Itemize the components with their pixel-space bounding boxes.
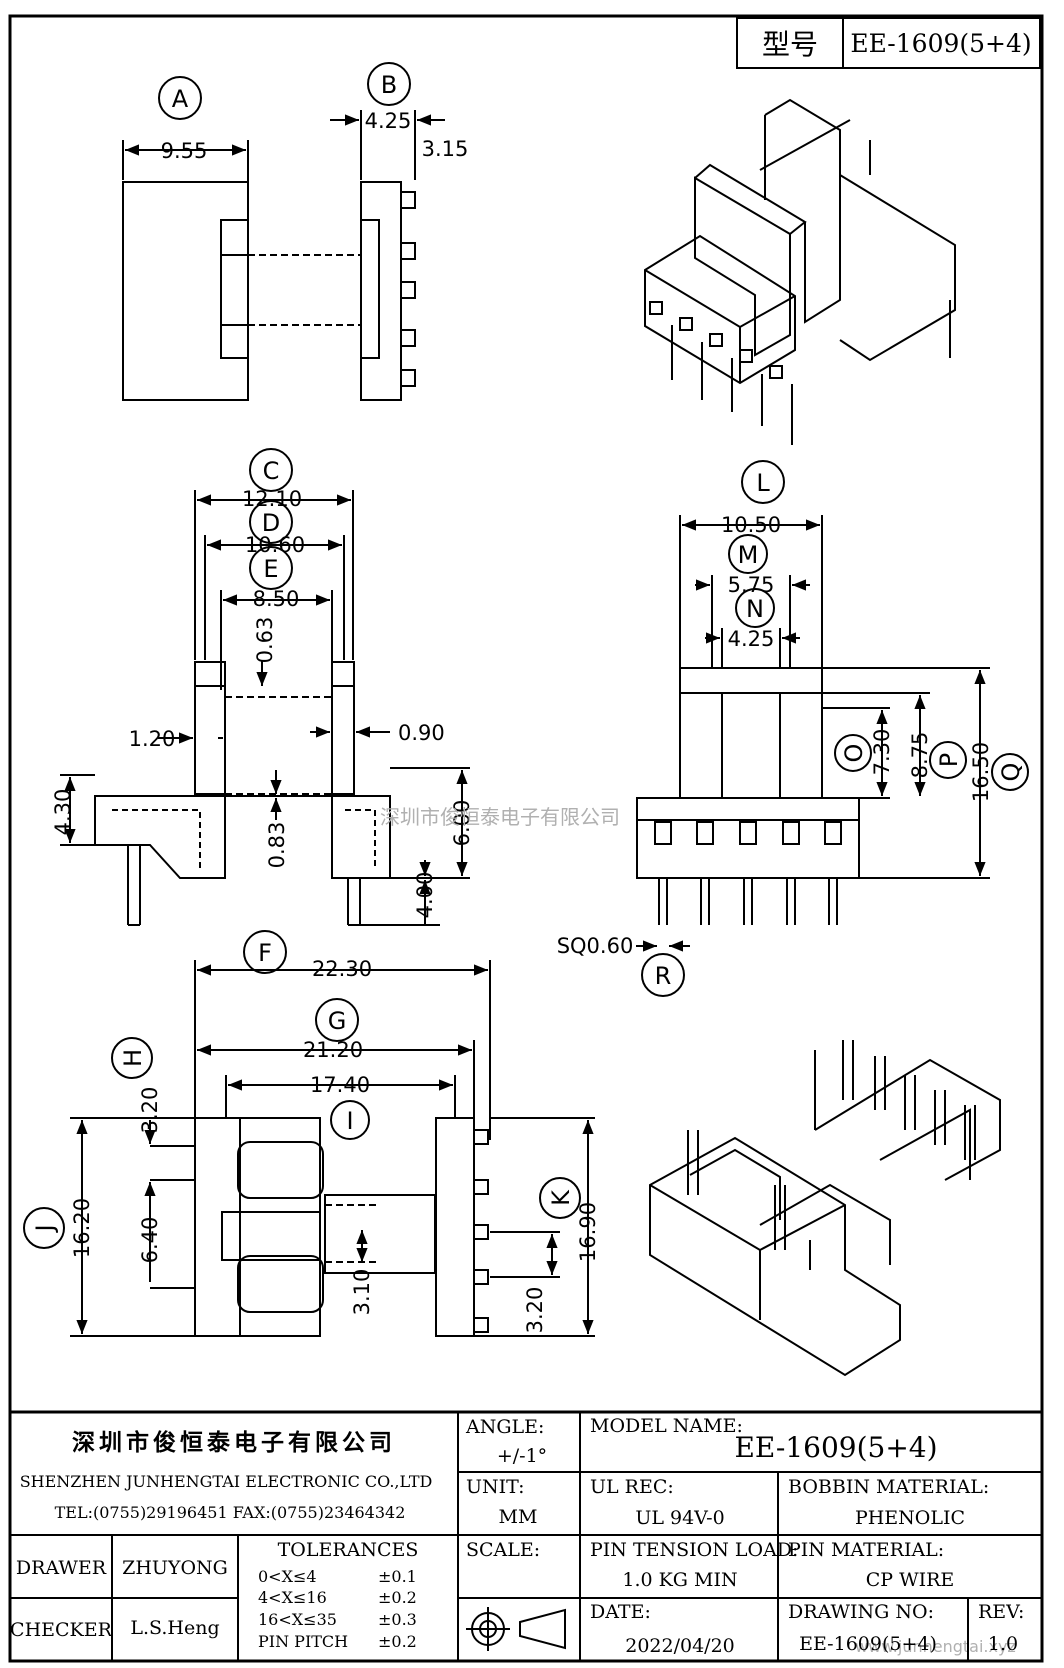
tolerance-range-1: 0<X≤4 — [258, 1567, 317, 1586]
view-f-bottom: F 22.30 G 21.20 17.40 I H — [23, 930, 600, 1337]
isometric-view-bottom — [649, 1040, 1001, 1377]
label-g: G — [328, 1007, 347, 1035]
label-n: N — [746, 595, 764, 623]
pin-tension-label: PIN TENSION LOAD: — [590, 1539, 798, 1561]
dim-f-3-20-right: 3.20 — [523, 1287, 547, 1334]
dim-f-3-20-left: 3.20 — [138, 1087, 162, 1134]
label-d: D — [262, 509, 280, 537]
label-r: R — [655, 962, 672, 990]
dim-l-8-75: 8.75 — [908, 732, 932, 779]
dim-c-0-83: 0.83 — [265, 822, 289, 869]
scale-label: SCALE: — [466, 1539, 540, 1561]
label-m: M — [738, 541, 759, 569]
dim-l-10-50: 10.50 — [721, 513, 781, 537]
label-h: H — [119, 1049, 147, 1067]
view-c-section: C 12.10 D 10.60 E 8.50 0.63 1.20 0.90 — [51, 448, 474, 926]
date-value: 2022/04/20 — [625, 1635, 735, 1657]
tolerance-value-1: ±0.1 — [378, 1567, 417, 1586]
isometric-view-top — [644, 98, 956, 445]
tolerance-range-2: 4<X≤16 — [258, 1588, 327, 1607]
dim-c-4-30: 4.30 — [51, 789, 75, 836]
dim-c-0-90: 0.90 — [398, 721, 445, 745]
drawing-no-value: EE-1609(5+4) — [799, 1633, 937, 1655]
label-b: B — [381, 71, 397, 99]
angle-value: +/-1° — [497, 1445, 547, 1467]
dim-c-8-50: 8.50 — [253, 587, 300, 611]
dim-f-16-20: 16.20 — [70, 1198, 94, 1258]
view-a-side: A 9.55 — [122, 76, 249, 401]
dim-l-sq0-60: SQ0.60 — [557, 934, 634, 958]
watermark-url: www.junhengtai.xyz — [855, 1637, 1016, 1656]
tolerance-value-4: ±0.2 — [378, 1632, 417, 1651]
rev-value: 1.0 — [988, 1633, 1018, 1655]
label-k: K — [547, 1189, 575, 1206]
drawing-no-label: DRAWING NO: — [788, 1601, 934, 1623]
unit-value: MM — [499, 1506, 538, 1528]
tolerance-range-4: PIN PITCH — [258, 1632, 348, 1651]
tolerance-value-2: ±0.2 — [378, 1588, 417, 1607]
dim-f-6-40: 6.40 — [138, 1217, 162, 1264]
dim-f-22-30: 22.30 — [312, 957, 372, 981]
label-i: I — [346, 1107, 353, 1135]
company-name-en: SHENZHEN JUNHENGTAI ELECTRONIC CO.,LTD — [20, 1472, 433, 1491]
angle-label: ANGLE: — [465, 1416, 544, 1438]
dim-b-3-15: 3.15 — [422, 137, 469, 161]
checker-value: L.S.Heng — [130, 1617, 219, 1639]
projection-symbol-icon — [466, 1607, 566, 1651]
dim-f-16-90: 16.90 — [576, 1202, 600, 1262]
label-e: E — [263, 555, 278, 583]
dim-l-16-50: 16.50 — [969, 742, 993, 802]
dim-f-17-40: 17.40 — [310, 1073, 370, 1097]
dim-f-21-20: 21.20 — [303, 1038, 363, 1062]
company-name-cn: 深圳市俊恒泰电子有限公司 — [72, 1429, 396, 1456]
dim-l-4-25: 4.25 — [728, 627, 775, 651]
unit-label: UNIT: — [466, 1476, 525, 1498]
label-a: A — [172, 85, 189, 113]
label-c: C — [263, 457, 280, 485]
ul-rec-value: UL 94V-0 — [635, 1507, 724, 1529]
dim-c-4-00: 4.00 — [413, 872, 437, 919]
label-j: J — [31, 1224, 59, 1233]
pin-tension-value: 1.0 KG MIN — [622, 1569, 737, 1591]
header-model-value: EE-1609(5+4) — [850, 29, 1031, 58]
pin-material-label: PIN MATERIAL: — [788, 1539, 944, 1561]
dim-c-1-20: 1.20 — [129, 727, 176, 751]
model-name-label: MODEL NAME: — [590, 1415, 743, 1437]
pin-material-value: CP WIRE — [866, 1569, 955, 1591]
sheet-border — [8, 14, 1044, 1663]
tolerances-label: TOLERANCES — [278, 1539, 419, 1561]
drawer-value: ZHUYONG — [122, 1557, 228, 1579]
dim-l-7-30: 7.30 — [870, 729, 894, 776]
date-label: DATE: — [590, 1601, 651, 1623]
label-l: L — [756, 469, 770, 497]
dim-c-10-60: 10.60 — [245, 533, 305, 557]
bobbin-material-value: PHENOLIC — [855, 1507, 965, 1529]
dim-f-3-10: 3.10 — [350, 1269, 374, 1316]
bobbin-material-label: BOBBIN MATERIAL: — [788, 1476, 989, 1498]
model-name-value: EE-1609(5+4) — [734, 1431, 937, 1464]
title-block: 深圳市俊恒泰电子有限公司 SHENZHEN JUNHENGTAI ELECTRO… — [10, 1410, 1042, 1661]
dim-b-4-25: 4.25 — [365, 109, 412, 133]
company-contact: TEL:(0755)29196451 FAX:(0755)23464342 — [55, 1503, 406, 1522]
ul-rec-label: UL REC: — [590, 1476, 674, 1498]
header-model-label: 型号 — [762, 28, 818, 61]
dim-c-0-63: 0.63 — [253, 617, 277, 664]
watermark: 深圳市俊恒泰电子有限公司 — [380, 805, 620, 829]
header-model-box: 型号 EE-1609(5+4) — [736, 17, 1041, 69]
label-p: P — [935, 753, 963, 767]
dim-c-12-10: 12.10 — [242, 487, 302, 511]
view-b-front: B 4.25 3.15 — [248, 62, 469, 401]
dim-c-6-00: 6.00 — [450, 800, 474, 847]
label-f: F — [258, 939, 272, 967]
dim-a-9-55: 9.55 — [161, 139, 208, 163]
tolerance-range-3: 16<X≤35 — [258, 1610, 337, 1629]
label-o: O — [840, 744, 868, 763]
label-q: Q — [997, 763, 1025, 782]
view-l-side: L 10.50 M 5.75 N 4.25 — [557, 460, 1029, 997]
checker-label: CHECKER — [10, 1619, 113, 1641]
tolerance-value-3: ±0.3 — [378, 1610, 417, 1629]
drawer-label: DRAWER — [16, 1557, 107, 1579]
rev-label: REV: — [978, 1601, 1024, 1623]
